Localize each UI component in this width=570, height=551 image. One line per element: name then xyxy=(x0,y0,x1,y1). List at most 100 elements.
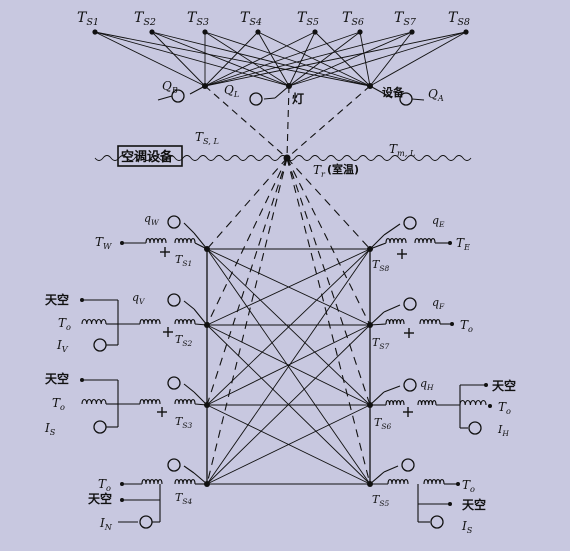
s2-q-label: qV xyxy=(132,291,146,306)
s3-cap xyxy=(157,407,167,417)
s6-q-source xyxy=(403,378,417,392)
label-main: T xyxy=(175,415,184,428)
label-main: T xyxy=(372,258,381,271)
top-link xyxy=(204,31,413,87)
room-to-surface xyxy=(286,157,371,406)
label-main: T xyxy=(175,253,184,266)
s6-cap xyxy=(403,407,413,417)
s1-q-wire xyxy=(183,222,195,234)
s5-q-source xyxy=(401,458,415,472)
top-link xyxy=(257,31,371,87)
s7-node-label: TS7 xyxy=(372,336,389,351)
label-main: T xyxy=(175,491,184,504)
room-to-surface xyxy=(286,157,371,326)
s3-node-label: TS3 xyxy=(175,415,192,430)
top-link xyxy=(94,31,371,87)
room-to-surface xyxy=(206,157,288,485)
top-link xyxy=(288,31,467,87)
s8-node-label: TS8 xyxy=(372,258,389,273)
s3-res1 xyxy=(139,398,161,405)
top-link xyxy=(257,31,290,87)
s4-q-wire xyxy=(183,465,195,474)
label-sub: o xyxy=(106,483,111,493)
label-sub: S2 xyxy=(182,339,192,348)
label-main: T xyxy=(389,142,398,156)
label-sub: m, L xyxy=(397,148,415,158)
top-link xyxy=(204,31,361,87)
label-main: T xyxy=(98,477,107,491)
s1-cap xyxy=(160,247,170,257)
label-sub: S xyxy=(467,525,473,535)
s6-ih-source xyxy=(468,421,482,435)
s2-res2 xyxy=(174,318,196,325)
s8-res2 xyxy=(414,237,436,244)
s3-in-sky: 天空 xyxy=(45,371,69,386)
s5-is-source xyxy=(430,515,444,529)
s1-wire-end xyxy=(194,242,208,250)
label-sub: L xyxy=(233,89,239,99)
s6-q-label: qH xyxy=(420,377,434,392)
label-main: T xyxy=(372,336,381,349)
s3-to-res xyxy=(81,398,107,405)
label-sub: S8 xyxy=(379,264,389,273)
s2-q-source xyxy=(167,293,181,307)
s4-q-lead xyxy=(193,472,208,485)
label-sub: S8 xyxy=(457,17,470,28)
qa-lead xyxy=(369,85,393,99)
label-sub: S1 xyxy=(182,259,192,268)
room-to-surface xyxy=(206,157,288,326)
s2-in-sky: 天空 xyxy=(45,292,69,307)
s7-q-wire xyxy=(383,304,401,313)
top-label-5: TS5 xyxy=(297,10,319,28)
s6-to-res xyxy=(459,399,487,406)
s4-in-source xyxy=(139,515,153,529)
top-link xyxy=(94,31,206,87)
label-main: T xyxy=(95,235,104,249)
label-main: T xyxy=(175,333,184,346)
label-sub: A xyxy=(437,93,444,103)
top-node xyxy=(463,29,469,35)
s7-res2 xyxy=(419,318,441,325)
label-main: I xyxy=(99,516,105,530)
s5-res2 xyxy=(423,478,445,485)
label-sub: V xyxy=(139,297,146,306)
label-sub: S2 xyxy=(143,17,156,28)
label-sub: o xyxy=(468,324,473,334)
s6-to-dot xyxy=(488,404,492,408)
radiation-link xyxy=(206,248,371,485)
top-label-8: TS8 xyxy=(448,10,470,28)
light-label: 灯 xyxy=(292,91,304,106)
top-label-3: TS3 xyxy=(187,10,209,28)
label-main: I xyxy=(56,338,62,352)
top-link xyxy=(369,31,467,87)
s6-node-label: TS6 xyxy=(374,416,391,431)
label-sub: S3 xyxy=(196,17,209,28)
s3-end xyxy=(194,403,208,406)
s3-q-lead xyxy=(193,391,208,406)
s7-wire xyxy=(369,323,387,326)
label-sub: S xyxy=(50,427,56,437)
top-link xyxy=(314,31,371,87)
label-main: q xyxy=(432,296,439,309)
label-sub: E xyxy=(463,242,470,252)
room-to-surface xyxy=(286,157,371,485)
qb-wire xyxy=(157,95,173,101)
label-sub: S3 xyxy=(182,421,192,430)
label-sub: W xyxy=(103,241,112,251)
qa-label: QA xyxy=(428,87,444,103)
top-link xyxy=(151,31,290,87)
ql-wire xyxy=(263,97,276,100)
label-main: T xyxy=(313,163,322,177)
room-to-surface xyxy=(206,157,288,250)
ql-source xyxy=(249,92,263,106)
radiation-link xyxy=(206,324,371,406)
label-sub: o xyxy=(506,406,511,416)
label-main: T xyxy=(374,416,383,429)
s8-res1 xyxy=(385,237,407,244)
label-sub: S4 xyxy=(182,497,192,506)
s2-in-iv: IV xyxy=(56,338,69,354)
s4-in-sky: 天空 xyxy=(88,491,112,506)
label-main: T xyxy=(195,130,204,144)
hub-to-room xyxy=(286,85,290,159)
s2-res1 xyxy=(139,318,161,325)
